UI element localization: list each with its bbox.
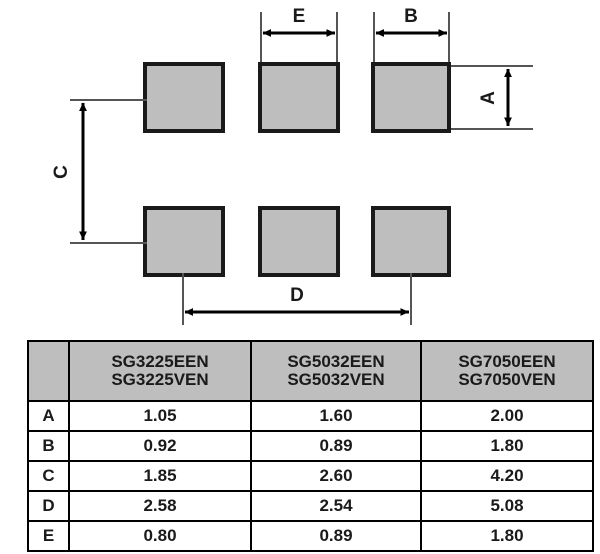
row-value: 4.20 [420,460,594,492]
dimension-spec-table: SG3225EEN SG3225VEN SG5032EEN SG5032VEN … [27,340,594,552]
header-line-1: SG3225EEN [111,352,209,372]
table-row: A 1.05 1.60 2.00 [27,400,594,432]
row-key: A [27,400,70,432]
header-line-1: SG5032EEN [287,352,385,372]
dimension-label-e: E [293,6,306,27]
pad-top-right [371,62,451,133]
dimension-label-a: A [478,91,499,105]
row-value: 1.60 [250,400,422,432]
row-value: 5.08 [420,490,594,522]
pad-top-left [143,62,225,133]
dimension-e: E [260,6,338,62]
row-value: 2.60 [250,460,422,492]
table-row: C 1.85 2.60 4.20 [27,460,594,492]
table-header-col-2: SG5032EEN SG5032VEN [250,340,422,402]
table-row: B 0.92 0.89 1.80 [27,430,594,462]
dimension-label-d: D [290,285,304,306]
row-value: 0.80 [68,520,252,552]
row-value: 1.05 [68,400,252,432]
row-key: E [27,520,70,552]
header-line-1: SG7050EEN [458,352,556,372]
table-row: D 2.58 2.54 5.08 [27,490,594,522]
dimension-b: B [373,6,450,62]
pad-bottom-left [143,206,225,277]
dimension-c: C [51,99,147,244]
table-header-row: SG3225EEN SG3225VEN SG5032EEN SG5032VEN … [27,340,594,402]
row-value: 2.00 [420,400,594,432]
row-value: 2.54 [250,490,422,522]
dimension-label-c: C [51,165,72,179]
pad-top-center [258,62,340,133]
row-key: B [27,430,70,462]
row-value: 2.58 [68,490,252,522]
row-key: C [27,460,70,492]
pad-bottom-right [371,206,451,277]
row-value: 1.80 [420,430,594,462]
header-line-2: SG5032VEN [287,370,385,389]
table-header-col-3: SG7050EEN SG7050VEN [420,340,594,402]
row-value: 0.89 [250,430,422,462]
header-line-2: SG3225VEN [111,370,209,389]
dimension-a: A [451,65,533,130]
row-key: D [27,490,70,522]
row-value: 0.89 [250,520,422,552]
table-corner-cell [27,340,70,402]
dimension-d: D [182,273,412,325]
header-line-2: SG7050VEN [458,370,556,389]
pad-row-bottom [143,206,451,277]
row-value: 1.85 [68,460,252,492]
dimension-label-b: B [404,6,418,27]
pad-bottom-center [258,206,340,277]
table-header-col-1: SG3225EEN SG3225VEN [68,340,252,402]
row-value: 0.92 [68,430,252,462]
pad-row-top [143,62,451,133]
land-pattern-diagram: E B A C [51,6,533,325]
row-value: 1.80 [420,520,594,552]
table-row: E 0.80 0.89 1.80 [27,520,594,552]
